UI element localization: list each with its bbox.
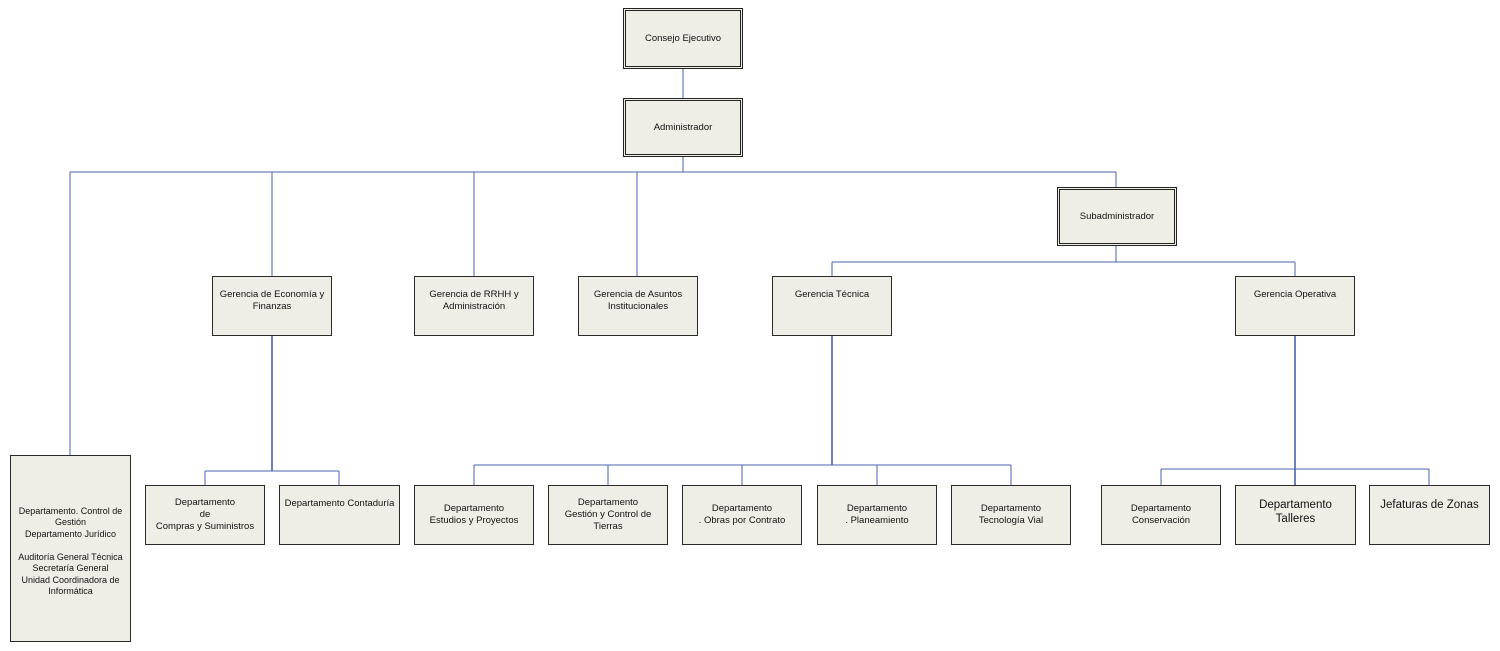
node-label: Subadministrador (1079, 210, 1155, 222)
node-gerencia-rrhh: Gerencia de RRHH y Administración (414, 276, 534, 336)
node-label: Departamento . Obras por Contrato (698, 503, 786, 526)
node-dep-compras: Departamento de Compras y Suministros (145, 485, 265, 545)
node-label: Jefaturas de Zonas (1380, 499, 1479, 511)
node-label: Gerencia de Asuntos Institucionales (593, 289, 683, 312)
node-label: Departamento. Control de Gestión Departa… (18, 505, 123, 597)
node-jefaturas-zonas: Jefaturas de Zonas (1369, 485, 1490, 545)
node-administrador: Administrador (623, 98, 743, 157)
node-gerencia-tecnica: Gerencia Técnica (772, 276, 892, 336)
node-consejo-ejecutivo: Consejo Ejecutivo (623, 8, 743, 69)
node-label: Gerencia de RRHH y Administración (429, 289, 519, 312)
node-dep-estudios: Departamento Estudios y Proyectos (414, 485, 534, 545)
node-label: Departamento Talleres (1259, 499, 1332, 525)
node-label: Departamento Estudios y Proyectos (429, 503, 519, 526)
node-gerencia-economia: Gerencia de Economía y Finanzas (212, 276, 332, 336)
node-gerencia-asuntos: Gerencia de Asuntos Institucionales (578, 276, 698, 336)
node-subadministrador: Subadministrador (1057, 187, 1177, 246)
node-label: Gerencia de Economía y Finanzas (219, 289, 325, 312)
node-dep-planeamiento: Departamento . Planeamiento (817, 485, 937, 545)
node-dep-gestion-tierras: Departamento Gestión y Control de Tierra… (548, 485, 668, 545)
node-label: Gerencia Técnica (794, 289, 870, 300)
node-gerencia-operativa: Gerencia Operativa (1235, 276, 1355, 336)
node-label: Departamento Contaduría (284, 498, 395, 509)
node-label: Administrador (653, 121, 713, 133)
node-label: Departamento de Compras y Suministros (155, 497, 255, 532)
node-label: Gerencia Operativa (1253, 289, 1337, 300)
node-dep-contaduria: Departamento Contaduría (279, 485, 400, 545)
node-label: Consejo Ejecutivo (644, 32, 722, 44)
node-label: Departamento Tecnología Vial (978, 503, 1044, 526)
node-label: Departamento Gestión y Control de Tierra… (564, 497, 652, 532)
node-dep-conservacion: Departamento Conservación (1101, 485, 1221, 545)
node-label: Departamento . Planeamiento (845, 503, 909, 526)
node-dep-tecnologia: Departamento Tecnología Vial (951, 485, 1071, 545)
node-staff-units: Departamento. Control de Gestión Departa… (10, 455, 131, 642)
node-dep-obras: Departamento . Obras por Contrato (682, 485, 802, 545)
node-label: Departamento Conservación (1130, 503, 1192, 526)
node-dep-talleres: Departamento Talleres (1235, 485, 1356, 545)
